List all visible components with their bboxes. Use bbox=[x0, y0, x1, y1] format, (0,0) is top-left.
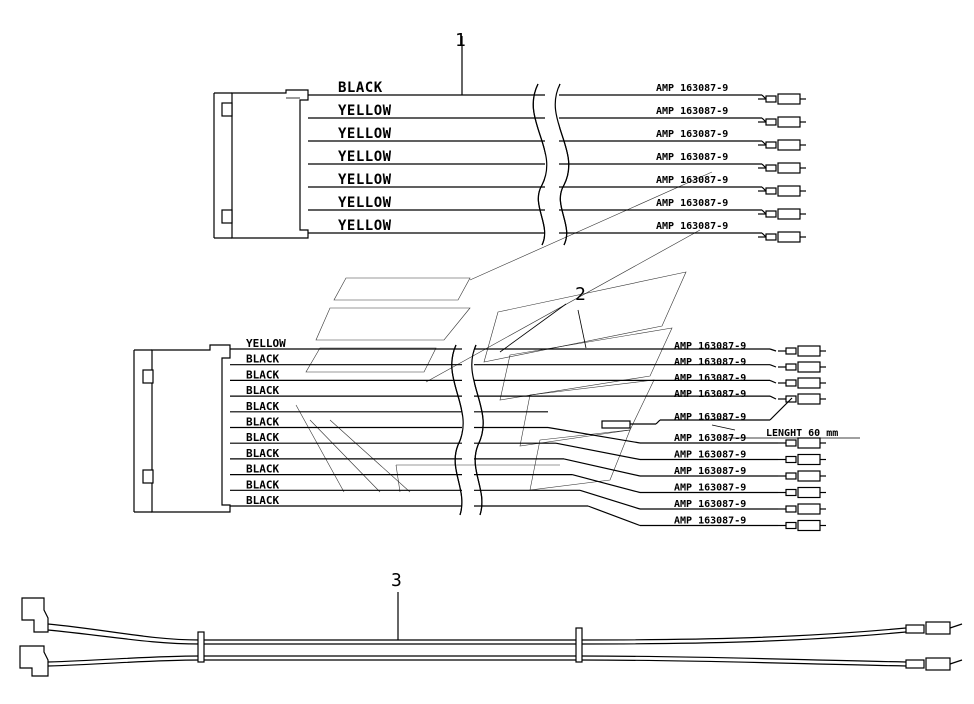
harness-1-terminal-label: AMP 163087-9 bbox=[656, 106, 728, 117]
harness-1-terminal-pin bbox=[758, 231, 806, 243]
harness-2-latch-bottom bbox=[142, 469, 154, 484]
length-note: LENGHT 60 mm bbox=[766, 428, 838, 439]
cable-3-plug-bottom bbox=[19, 645, 49, 677]
harness-1-connector bbox=[231, 89, 309, 239]
harness-2-wire-label: BLACK bbox=[246, 416, 279, 429]
harness-2-terminal-pin bbox=[778, 503, 826, 515]
harness-2-terminal-label: AMP 163087-9 bbox=[674, 341, 746, 352]
harness-2-wire-label: BLACK bbox=[246, 494, 279, 507]
harness-2-wire-label: BLACK bbox=[246, 384, 279, 397]
harness-1-terminal-label: AMP 163087-9 bbox=[656, 221, 728, 232]
harness-2-wire-label: BLACK bbox=[246, 431, 279, 444]
harness-2-wire-label: BLACK bbox=[246, 353, 279, 366]
callout-1: 1 bbox=[455, 30, 466, 51]
harness-2-wire-label: BLACK bbox=[246, 478, 279, 491]
harness-1-wire-label: BLACK bbox=[338, 80, 383, 96]
harness-2-terminal-label: AMP 163087-9 bbox=[674, 466, 746, 477]
harness-1-wire-label: YELLOW bbox=[338, 195, 392, 211]
harness-2-terminal-pin bbox=[778, 519, 826, 532]
harness-1-terminal-pin bbox=[758, 162, 806, 174]
harness-1-terminal-pin bbox=[758, 208, 806, 220]
harness-2-terminal-pin bbox=[778, 361, 826, 373]
harness-2-terminal-label: AMP 163087-9 bbox=[674, 516, 746, 527]
harness-1-wire-label: YELLOW bbox=[338, 149, 392, 165]
harness-2-latch-top bbox=[142, 369, 154, 384]
harness-2-terminal-label: AMP 163087-9 bbox=[674, 450, 746, 461]
harness-2-wire-label: BLACK bbox=[246, 400, 279, 413]
harness-2-terminal-label: AMP 163087-9 bbox=[674, 357, 746, 368]
harness-2-connector bbox=[151, 344, 231, 513]
extension-wire-60mm: LENGHT 60 mm bbox=[601, 397, 860, 439]
harness-2-terminal-pin bbox=[778, 377, 826, 389]
harness-2-terminal-pin bbox=[778, 486, 826, 499]
harness-2-wire-label: BLACK bbox=[246, 368, 279, 381]
harness-1-terminal-label: AMP 163087-9 bbox=[656, 175, 728, 186]
harness-2-terminal-pin bbox=[778, 393, 826, 405]
harness-1-terminal-pin bbox=[758, 93, 806, 105]
cable-3-terminal-top bbox=[905, 621, 963, 635]
harness-1-terminal-label: AMP 163087-9 bbox=[656, 129, 728, 140]
harness-1-terminal-label: AMP 163087-9 bbox=[656, 152, 728, 163]
harness-2-terminal-label: AMP 163087-9 bbox=[674, 389, 746, 400]
harness-2-wire-label: YELLOW bbox=[246, 337, 286, 350]
harness-2-terminal-label: AMP 163087-9 bbox=[674, 373, 746, 384]
harness-1-wire-label: YELLOW bbox=[338, 218, 392, 234]
harness-1-wire-label: YELLOW bbox=[338, 172, 392, 188]
harness-1-terminal-label: AMP 163087-9 bbox=[656, 198, 728, 209]
harness-2-terminal-pin bbox=[778, 470, 826, 482]
harness-2-terminal-label: AMP 163087-9 bbox=[674, 483, 746, 494]
harness-2-terminal-pin bbox=[778, 345, 826, 357]
harness-2-wire-label: BLACK bbox=[246, 447, 279, 460]
harness-1-terminal-pin bbox=[758, 185, 806, 197]
cable-3 bbox=[19, 597, 963, 677]
harness-1-terminal-label: AMP 163087-9 bbox=[656, 83, 728, 94]
harness-1-wire-label: YELLOW bbox=[338, 103, 392, 119]
harness-1-latch-top bbox=[221, 102, 233, 117]
harness-1-terminal-pin bbox=[758, 139, 806, 151]
harness-2-terminal-label: AMP 163087-9 bbox=[674, 433, 746, 444]
exploded-view-outlines bbox=[295, 36, 713, 640]
cable-3-plug-top bbox=[21, 597, 49, 633]
harness-2-terminal-pin bbox=[778, 437, 826, 449]
callout-3: 3 bbox=[391, 570, 402, 591]
harness-1-latch-bottom bbox=[221, 209, 233, 224]
harness-2-terminal-label: AMP 163087-9 bbox=[674, 499, 746, 510]
harness-1-terminal-pin bbox=[758, 116, 806, 128]
callout-2: 2 bbox=[575, 284, 586, 305]
harness-2-terminal-label: AMP 163087-9 bbox=[674, 412, 746, 423]
cable-3-terminal-bottom bbox=[905, 657, 963, 671]
harness-2-wire-label: BLACK bbox=[246, 463, 279, 476]
harness-1-wire-label: YELLOW bbox=[338, 126, 392, 142]
harness-2-terminal-pin bbox=[778, 453, 826, 466]
